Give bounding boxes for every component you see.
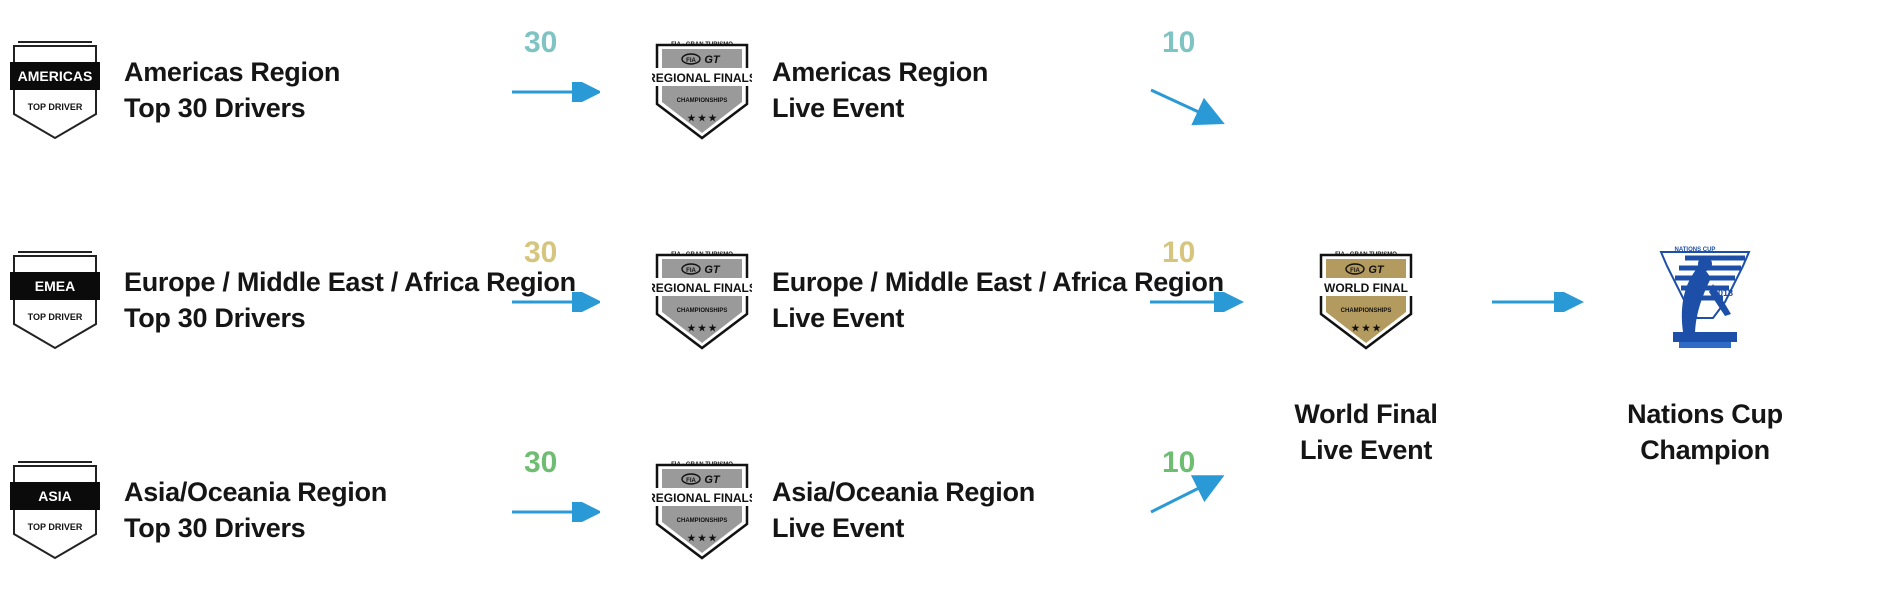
emea-region-label: Europe / Middle East / Africa Region Top… — [124, 264, 576, 336]
svg-text:REGIONAL FINALS: REGIONAL FINALS — [652, 491, 752, 505]
americas-qualifiers-count: 30 — [524, 26, 558, 59]
americas-region-sub: Top 30 Drivers — [124, 93, 306, 123]
nations-cup-title: Nations Cup — [1627, 399, 1783, 429]
svg-text:FIA: FIA — [1350, 268, 1360, 274]
svg-text:2018: 2018 — [1713, 288, 1733, 298]
svg-text:FIA - GRAN TURISMO: FIA - GRAN TURISMO — [1335, 252, 1397, 258]
asia-arrow-to-world — [1150, 475, 1225, 514]
svg-text:GT: GT — [1368, 264, 1385, 276]
americas-arrow-to-regional — [512, 82, 600, 102]
emea-arrow-to-regional — [512, 292, 600, 312]
world-to-nations-arrow — [1492, 292, 1584, 312]
svg-text:REGIONAL FINALS: REGIONAL FINALS — [652, 281, 752, 295]
svg-text:REGIONAL FINALS: REGIONAL FINALS — [652, 71, 752, 85]
svg-text:★ ★ ★: ★ ★ ★ — [687, 323, 717, 333]
americas-event-label: Americas Region Live Event — [772, 54, 988, 126]
emea-badge-sub: TOP DRIVER — [28, 312, 83, 322]
americas-event-sub: Live Event — [772, 93, 905, 123]
asia-qualifiers-count: 30 — [524, 446, 558, 479]
americas-event-title: Americas Region — [772, 57, 989, 87]
nations-cup-trophy-icon: NATIONS CUP 2018 — [1659, 247, 1751, 348]
world-final-sub: Live Event — [1299, 435, 1433, 465]
nations-cup-sub: Champion — [1640, 435, 1770, 465]
svg-text:★ ★ ★: ★ ★ ★ — [687, 533, 717, 543]
emea-badge-label: EMEA — [35, 278, 75, 294]
asia-badge-label: ASIA — [38, 488, 71, 504]
asia-arrow-to-regional — [512, 502, 600, 522]
americas-badge-label: AMERICAS — [18, 68, 93, 84]
emea-region-sub: Top 30 Drivers — [124, 303, 306, 333]
nations-cup-label: Nations Cup Champion — [1605, 396, 1805, 468]
svg-text:★ ★ ★: ★ ★ ★ — [1351, 323, 1381, 333]
svg-text:NATIONS CUP: NATIONS CUP — [1675, 247, 1716, 253]
svg-text:FIA: FIA — [686, 58, 696, 64]
asia-region-title: Asia/Oceania Region — [124, 477, 387, 507]
americas-region-label: Americas Region Top 30 Drivers — [124, 54, 340, 126]
emea-qualifiers-count: 30 — [524, 236, 558, 269]
emea-top-driver-badge: EMEA TOP DRIVER — [10, 251, 100, 350]
svg-text:CHAMPIONSHIPS: CHAMPIONSHIPS — [677, 98, 728, 104]
svg-text:FIA - GRAN TURISMO: FIA - GRAN TURISMO — [671, 462, 733, 468]
emea-advancers-count: 10 — [1162, 236, 1196, 269]
americas-regional-finals-badge: FIA - GRAN TURISMO FIA GT REGIONAL FINAL… — [652, 42, 752, 140]
asia-region-sub: Top 30 Drivers — [124, 513, 306, 543]
emea-event-sub: Live Event — [772, 303, 905, 333]
americas-advancers-count: 10 — [1162, 26, 1196, 59]
americas-badge-sub: TOP DRIVER — [28, 102, 83, 112]
svg-text:CHAMPIONSHIPS: CHAMPIONSHIPS — [1341, 308, 1392, 314]
asia-top-driver-badge: ASIA TOP DRIVER — [10, 461, 100, 560]
asia-event-label: Asia/Oceania Region Live Event — [772, 474, 1035, 546]
asia-event-title: Asia/Oceania Region — [772, 477, 1035, 507]
asia-event-sub: Live Event — [772, 513, 905, 543]
svg-text:★ ★ ★: ★ ★ ★ — [687, 113, 717, 123]
asia-badge-sub: TOP DRIVER — [28, 522, 83, 532]
svg-text:FIA: FIA — [686, 478, 696, 484]
svg-text:CHAMPIONSHIPS: CHAMPIONSHIPS — [677, 308, 728, 314]
world-final-label: World Final Live Event — [1266, 396, 1466, 468]
asia-regional-finals-badge: FIA - GRAN TURISMO FIA GT REGIONAL FINAL… — [652, 462, 752, 560]
emea-arrow-to-world — [1150, 292, 1244, 312]
svg-text:CHAMPIONSHIPS: CHAMPIONSHIPS — [677, 518, 728, 524]
americas-arrow-to-world — [1150, 88, 1225, 126]
svg-text:WORLD FINAL: WORLD FINAL — [1324, 281, 1408, 295]
svg-text:GT: GT — [704, 54, 721, 66]
asia-advancers-count: 10 — [1162, 446, 1196, 479]
world-final-badge: FIA - GRAN TURISMO FIA GT WORLD FINAL CH… — [1319, 252, 1413, 350]
emea-region-title: Europe / Middle East / Africa Region — [124, 267, 576, 297]
americas-top-driver-badge: AMERICAS TOP DRIVER — [10, 41, 100, 140]
svg-text:GT: GT — [704, 264, 721, 276]
emea-regional-finals-badge: FIA - GRAN TURISMO FIA GT REGIONAL FINAL… — [652, 252, 752, 350]
svg-text:FIA - GRAN TURISMO: FIA - GRAN TURISMO — [671, 252, 733, 258]
svg-text:FIA - GRAN TURISMO: FIA - GRAN TURISMO — [671, 42, 733, 48]
svg-text:GT: GT — [704, 474, 721, 486]
asia-region-label: Asia/Oceania Region Top 30 Drivers — [124, 474, 387, 546]
world-final-title: World Final — [1294, 399, 1438, 429]
americas-region-title: Americas Region — [124, 57, 341, 87]
svg-text:FIA: FIA — [686, 268, 696, 274]
emea-event-label: Europe / Middle East / Africa Region Liv… — [772, 264, 1224, 336]
emea-event-title: Europe / Middle East / Africa Region — [772, 267, 1224, 297]
